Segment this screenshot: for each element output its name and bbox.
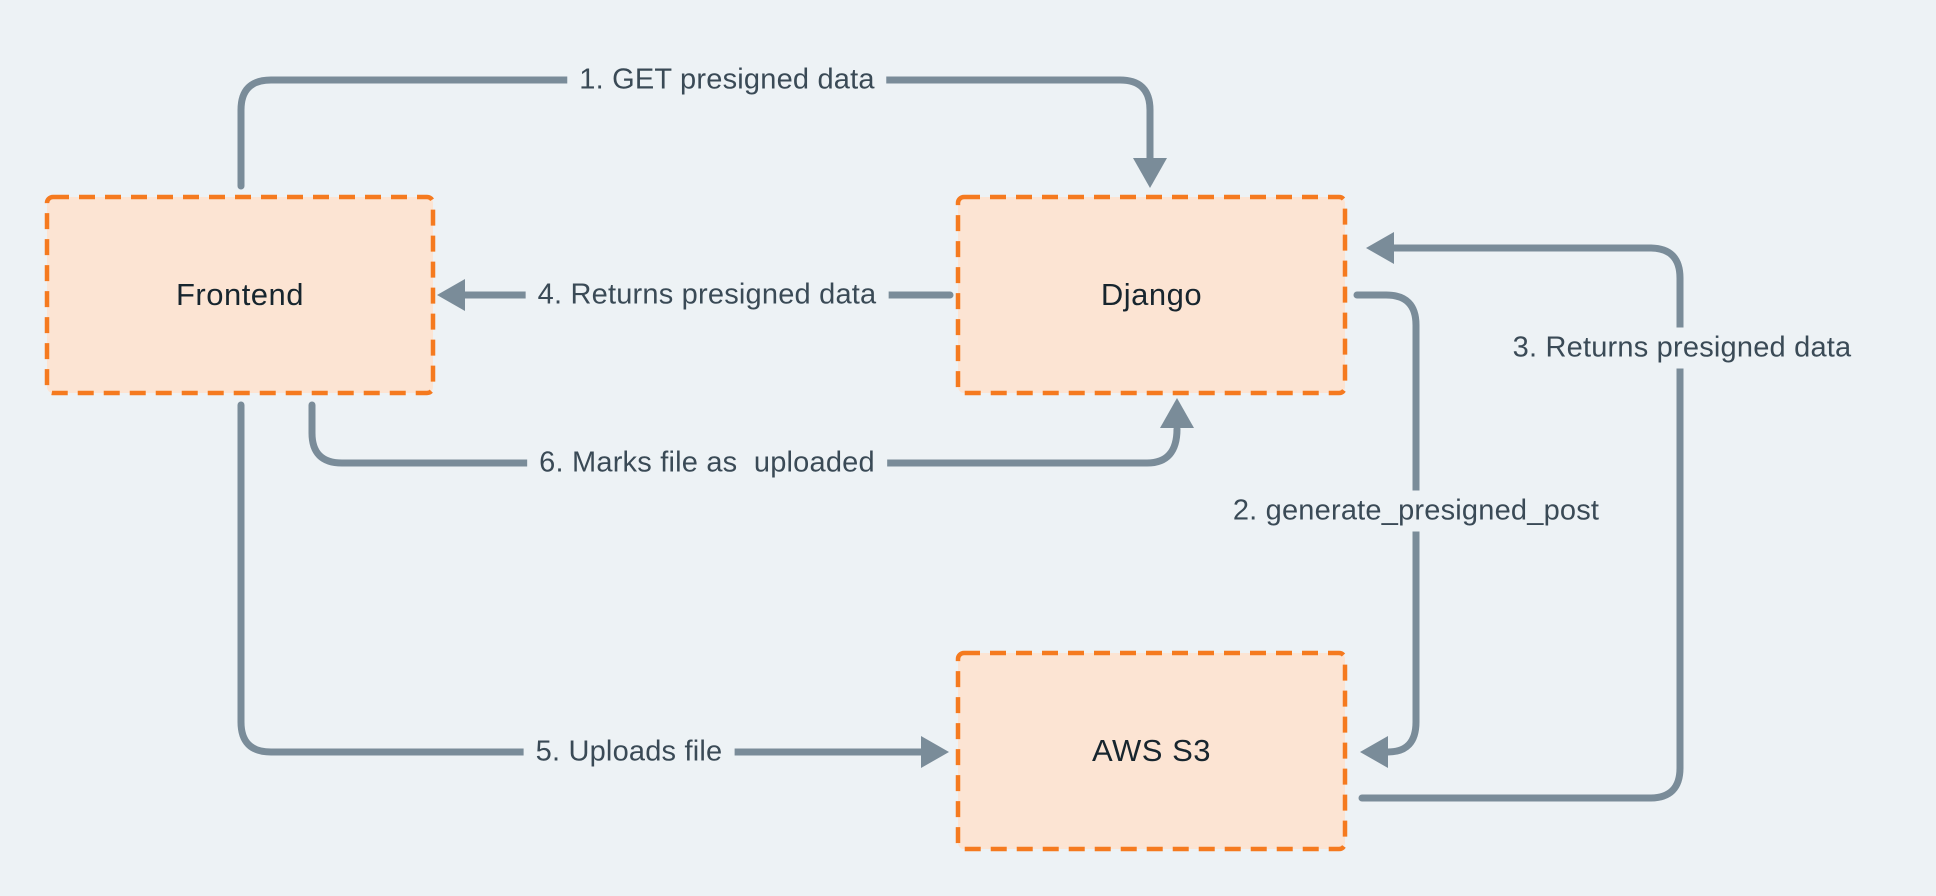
arrow-3-arrowhead-left-icon xyxy=(1366,232,1394,264)
edge-label-step-3: 3. Returns presigned data xyxy=(1500,327,1864,369)
node-django-box xyxy=(955,194,1348,396)
node-aws-s3-box xyxy=(955,650,1348,852)
edge-label-step-5: 5. Uploads file xyxy=(523,731,735,773)
arrow-2-path xyxy=(1353,291,1420,756)
arrow-5-path xyxy=(237,401,926,756)
node-frontend-box xyxy=(44,194,436,396)
arrow-4-arrowhead-left-icon xyxy=(437,279,465,311)
arrow-6-arrowhead-up-icon xyxy=(1160,398,1194,428)
node-aws-s3-label: AWS S3 xyxy=(1092,733,1211,768)
edge-label-step-6: 6. Marks file as uploaded xyxy=(527,442,887,484)
arrow-5-arrowhead-right-icon xyxy=(921,736,949,768)
arrow-2-arrowhead-left-icon xyxy=(1360,736,1388,768)
edge-label-step-1: 1. GET presigned data xyxy=(567,59,887,101)
node-frontend-label: Frontend xyxy=(175,277,305,312)
arrow-1-arrowhead-down-icon xyxy=(1133,158,1167,188)
edge-label-step-2: 2. generate_presigned_post xyxy=(1220,490,1612,532)
edge-label-step-4: 4. Returns presigned data xyxy=(525,274,889,316)
arrow-6-path xyxy=(308,401,1181,467)
arrow-3-path xyxy=(1358,244,1684,802)
node-django-label: Django xyxy=(1100,277,1203,312)
